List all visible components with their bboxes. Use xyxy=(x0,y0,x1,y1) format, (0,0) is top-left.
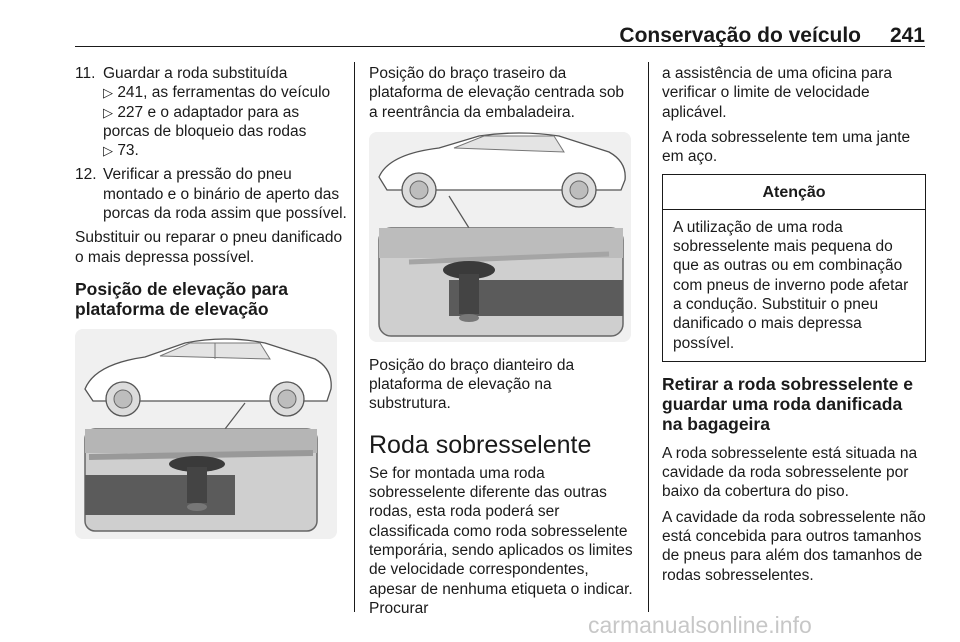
list-text: 241, as ferramentas do veículo xyxy=(117,84,331,102)
warning-box: Atenção A utilização de uma roda sobress… xyxy=(662,174,926,362)
list-text: porcas de bloqueio das rodas xyxy=(103,122,307,140)
paragraph: A roda sobresselente tem uma jante em aç… xyxy=(662,128,911,166)
column-1: 11. Guardar a roda substituída ▷ 241, as… xyxy=(75,64,347,539)
section-heading: Retirar a roda sobresselente e guardar u… xyxy=(662,373,913,434)
column-3: a assistência de uma oficina para verifi… xyxy=(662,64,926,591)
paragraph: A roda sobresselente está situada na cav… xyxy=(662,444,918,501)
column-divider xyxy=(648,62,649,612)
column-divider xyxy=(354,62,355,612)
list-item-12: 12. Verificar a pressão do pneu montado … xyxy=(75,165,347,223)
warning-title: Atenção xyxy=(663,175,925,210)
page-header: Conservação do veículo 241 xyxy=(75,0,925,47)
list-text: 73. xyxy=(117,142,139,160)
warning-text: A utilização de uma roda sobresselente m… xyxy=(673,218,909,352)
watermark: carmanualsonline.info xyxy=(588,612,812,638)
paragraph: A cavidade da roda sobresselente não est… xyxy=(662,508,926,584)
arrow-ref-icon: ▷ xyxy=(103,85,113,101)
paragraph: Se for montada uma roda sobresselente di… xyxy=(369,464,633,617)
page-number: 241 xyxy=(889,24,925,47)
list-text: 227 e o adaptador para as xyxy=(117,103,300,121)
paragraph: a assistência de uma oficina para verifi… xyxy=(662,65,893,121)
page-title: Conservação do veículo xyxy=(619,24,861,47)
lift-point-rear-illustration xyxy=(75,328,337,539)
list-number: 12. xyxy=(75,166,97,184)
paragraph: Substituir ou reparar o pneu danificado … xyxy=(75,229,343,266)
list-text: Verificar a pressão do pneu montado e o … xyxy=(103,166,347,223)
list-item-11: 11. Guardar a roda substituída ▷ 241, as… xyxy=(75,64,347,160)
list-number: 11. xyxy=(75,65,96,82)
section-heading: Posição de elevação para plataforma de e… xyxy=(75,278,289,319)
arrow-ref-icon: ▷ xyxy=(103,104,113,120)
figure-caption: Posição do braço dianteiro da plataforma… xyxy=(369,356,575,413)
section-heading: Roda sobresselente xyxy=(369,430,592,459)
list-text: Guardar a roda substituída xyxy=(103,65,288,82)
lift-point-front-illustration xyxy=(369,131,631,342)
figure-caption: Posição do braço traseiro da plataforma … xyxy=(369,65,625,121)
column-2: Posição do braço traseiro da plataforma … xyxy=(369,64,634,624)
arrow-ref-icon: ▷ xyxy=(103,143,113,159)
